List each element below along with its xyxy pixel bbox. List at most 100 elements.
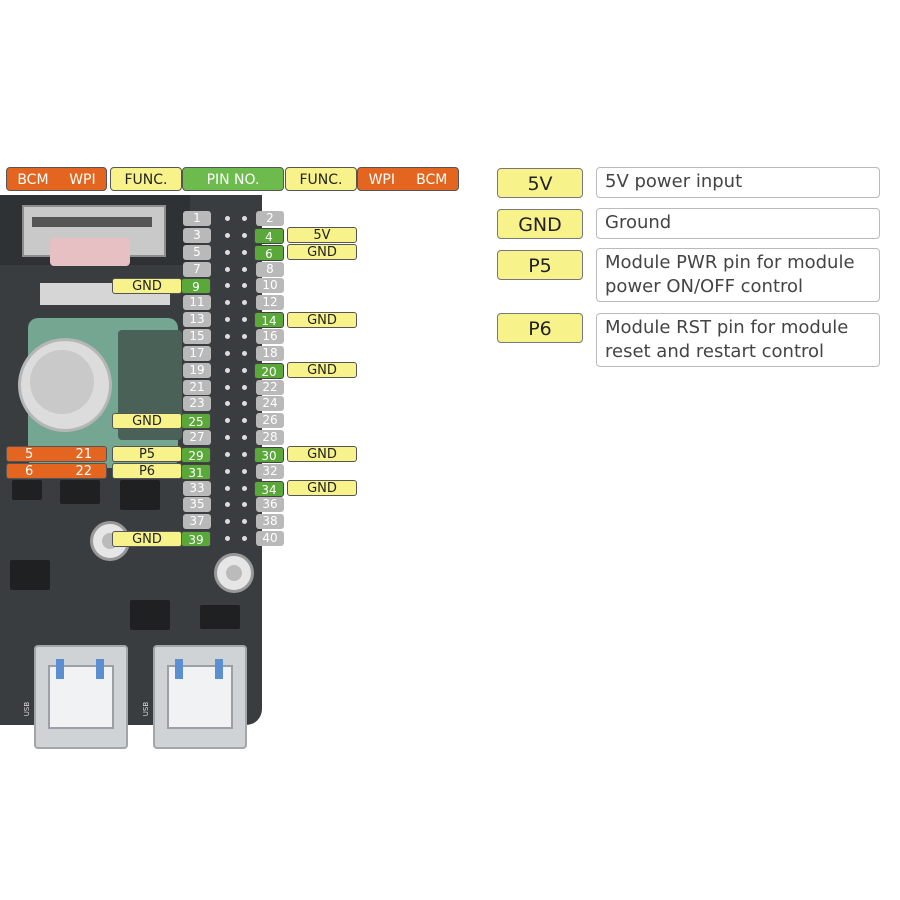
usb-contact: [96, 659, 104, 679]
label-pin31-bcm: 6: [25, 464, 34, 479]
label-pin31-func: P6: [112, 463, 182, 479]
pin-18: 18: [256, 346, 284, 361]
component: [120, 480, 160, 510]
pin-29: 29: [181, 447, 211, 463]
component: [60, 480, 100, 504]
header-pin-dot: [242, 233, 247, 238]
usb-contact: [175, 659, 183, 679]
pin-13: 13: [183, 312, 211, 327]
header-pin-dot: [225, 486, 230, 491]
pin-22: 22: [256, 380, 284, 395]
pin-20: 20: [254, 363, 284, 379]
pin-39: 39: [181, 531, 211, 547]
pin-32: 32: [256, 464, 284, 479]
header-pin-dot: [225, 502, 230, 507]
pin-21: 21: [183, 380, 211, 395]
header-pin-dot: [225, 351, 230, 356]
label-pin29-func: P5: [112, 446, 182, 462]
pin-19: 19: [183, 363, 211, 378]
header-pin-dot: [242, 401, 247, 406]
label-pin29-bcm: 5: [25, 447, 34, 462]
header-pin-dot: [225, 368, 230, 373]
round-chip-inner: [30, 350, 94, 414]
fpc-slot: [32, 217, 152, 227]
pin-3: 3: [183, 228, 211, 243]
header-pin-dot: [242, 469, 247, 474]
pin-31: 31: [181, 464, 211, 480]
header-right-func: FUNC.: [285, 167, 357, 191]
label-pin4-func: 5V: [287, 227, 357, 243]
legend-desc-p5: Module PWR pin for module power ON/OFF c…: [596, 248, 880, 302]
legend-desc-5v: 5V power input: [596, 167, 880, 198]
header-pin-dot: [225, 300, 230, 305]
label-pin25-func: GND: [112, 413, 182, 429]
header-right-wpi-bcm: WPI BCM: [357, 167, 459, 191]
label-pin9-func: GND: [112, 278, 182, 294]
pin-34: 34: [254, 481, 284, 497]
header-pin-no: PIN NO.: [182, 167, 284, 191]
pin-16: 16: [256, 329, 284, 344]
header-pin-dot: [242, 300, 247, 305]
usb-contact: [56, 659, 64, 679]
legend-key-p6: P6: [497, 313, 583, 343]
pin-7: 7: [183, 262, 211, 277]
label-pin39-func: GND: [112, 531, 182, 547]
header-pin-dot: [242, 435, 247, 440]
header-pin-dot: [242, 418, 247, 423]
label-pin29-bcm-wpi: 5 21: [6, 446, 107, 462]
pin-17: 17: [183, 346, 211, 361]
pin-8: 8: [256, 262, 284, 277]
pin-25: 25: [181, 413, 211, 429]
header-pin-dot: [225, 385, 230, 390]
legend-key-gnd: GND: [497, 209, 583, 239]
pin-33: 33: [183, 481, 211, 496]
usb-label-right: USB: [142, 701, 151, 717]
component: [200, 605, 240, 629]
header-pin-dot: [225, 267, 230, 272]
legend-desc-p6: Module RST pin for module reset and rest…: [596, 313, 880, 367]
label-pin31-wpi: 22: [75, 464, 92, 479]
usb-label-left: USB: [23, 701, 32, 717]
header-pin-dot: [242, 536, 247, 541]
header-pin-dot: [242, 267, 247, 272]
pin-10: 10: [256, 278, 284, 293]
header-pin-dot: [242, 452, 247, 457]
pin-36: 36: [256, 497, 284, 512]
pin-30: 30: [254, 447, 284, 463]
label-pin14-func: GND: [287, 312, 357, 328]
header-pin-dot: [225, 536, 230, 541]
label-pin20-func: GND: [287, 362, 357, 378]
pin-11: 11: [183, 295, 211, 310]
pin-2: 2: [256, 211, 284, 226]
mount-hole-right: [214, 553, 254, 593]
component: [10, 560, 50, 590]
header-pin-dot: [225, 334, 230, 339]
header-pin-dot: [242, 317, 247, 322]
header-pin-dot: [242, 216, 247, 221]
header-pin-dot: [225, 519, 230, 524]
pin-14: 14: [254, 312, 284, 328]
header-pin-dot: [242, 519, 247, 524]
legend-desc-gnd: Ground: [596, 208, 880, 239]
pin-27: 27: [183, 430, 211, 445]
header-pin-dot: [225, 283, 230, 288]
header-pin-dot: [225, 401, 230, 406]
header-pin-dot: [225, 216, 230, 221]
component: [12, 480, 42, 500]
header-right-bcm: BCM: [416, 172, 448, 188]
usb-port-right: [153, 645, 247, 749]
label-pin31-bcm-wpi: 6 22: [6, 463, 107, 479]
header-pin-dot: [225, 435, 230, 440]
header-pin-dot: [242, 368, 247, 373]
pin-6: 6: [254, 245, 284, 261]
pin-12: 12: [256, 295, 284, 310]
header-pin-dot: [225, 233, 230, 238]
pin-24: 24: [256, 396, 284, 411]
header-pin-dot: [225, 452, 230, 457]
header-pin-dot: [242, 385, 247, 390]
pin-4: 4: [254, 228, 284, 244]
header-pin-dot: [225, 317, 230, 322]
header-pin-dot: [225, 469, 230, 474]
label-pin29-wpi: 21: [75, 447, 92, 462]
header-pin-dot: [242, 283, 247, 288]
